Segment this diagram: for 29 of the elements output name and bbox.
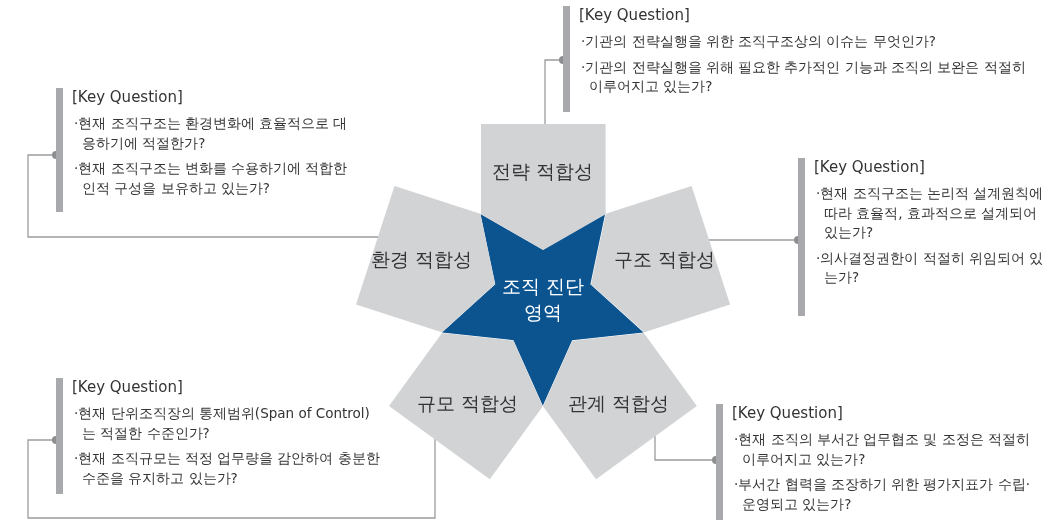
question-text: ·기관의 전략실행을 위한 조직구조상의 이슈는 무엇인가? xyxy=(580,32,937,51)
question-text: ·현재 조직구조는 논리적 설계원칙에 따라 효율적, 효과적으로 설계되어 있는가? xyxy=(815,184,1045,243)
callout-heading: [Key Question] xyxy=(72,378,184,396)
question-text: ·기관의 전략실행을 위해 필요한 추가적인 기능과 조직의 보완은 적절히 이루어지고 있는가? xyxy=(580,57,1027,97)
segment-label: 환경 적합성 xyxy=(369,247,473,273)
question-text: ·현재 조직의 부서간 업무협조 및 조정은 적절히 이루어지고 있는가? xyxy=(733,430,1032,469)
question-text: ·부서간 협력을 조장하기 위한 평가지표가 수립·운영되고 있는가? xyxy=(733,475,1032,514)
key-question-callout xyxy=(56,378,381,495)
callout-heading: [Key Question] xyxy=(814,158,926,176)
segment-label: 구조 적합성 xyxy=(613,247,717,273)
callout-heading: [Key Question] xyxy=(72,88,184,106)
question-text: ·현재 조직구조는 변화를 수용하기에 적합한 인적 구성을 보유하고 있는가? xyxy=(73,159,349,198)
segment-label: 규모 적합성 xyxy=(416,390,520,416)
callout-heading: [Key Question] xyxy=(732,404,844,422)
question-text: ·현재 조직구조는 환경변화에 효율적으로 대응하기에 적절한가? xyxy=(73,114,349,153)
question-text: ·의사결정권한이 적절히 위임되어 있는가? xyxy=(815,248,1045,288)
callout-heading: [Key Question] xyxy=(579,6,691,24)
pentagon-segment xyxy=(543,332,697,479)
pentagon-segment xyxy=(389,332,543,479)
connector-line xyxy=(27,436,436,519)
center-label: 조직 진단영역 xyxy=(500,274,585,325)
pentagon-segment xyxy=(356,186,496,333)
question-text: ·현재 단위조직장의 통제범위(Span of Control)는 적절한 수준인가? xyxy=(73,404,371,443)
connector-line xyxy=(27,151,379,238)
segment-label: 관계 적합성 xyxy=(566,390,670,416)
pentagon-segment xyxy=(590,186,730,333)
segment-label: 전략 적합성 xyxy=(491,159,595,185)
question-text: ·현재 조직규모는 적정 업무량을 감안하여 충분한 수준을 유지하고 있는가? xyxy=(73,449,381,488)
pentagon-segment xyxy=(480,124,606,250)
